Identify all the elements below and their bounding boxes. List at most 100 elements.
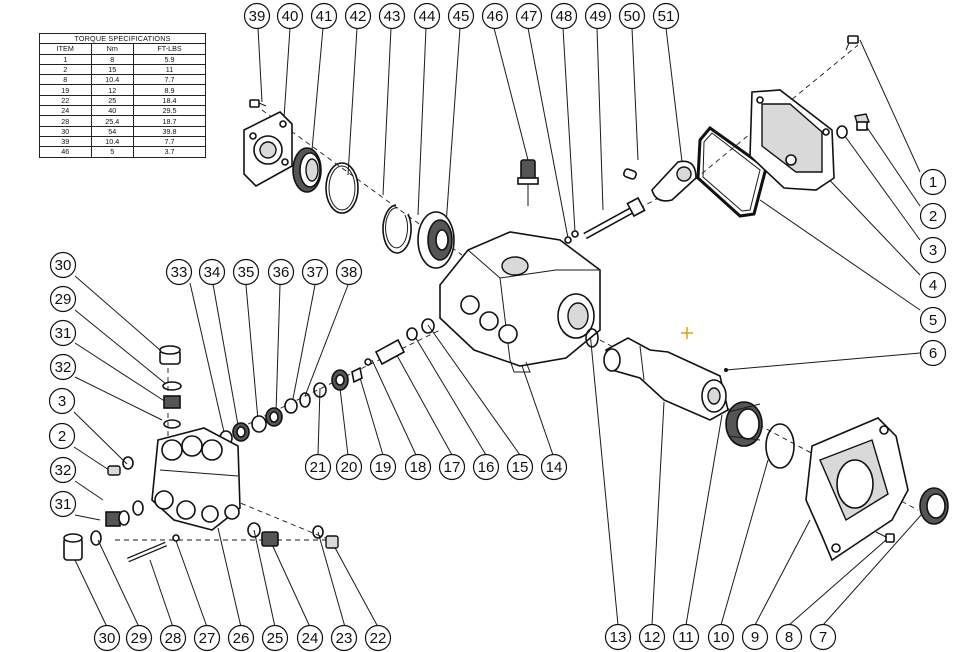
balloon-number: 37 xyxy=(307,264,324,281)
balloon-middle-row-4: 37 xyxy=(301,258,329,286)
balloon-circle xyxy=(481,2,509,30)
cell-nm: 25 xyxy=(90,94,134,107)
balloon-number: 15 xyxy=(512,459,529,476)
balloon-circle xyxy=(93,624,121,652)
balloon-number: 14 xyxy=(546,459,563,476)
plug-2 xyxy=(854,113,870,131)
balloon-circle xyxy=(267,258,295,286)
balloon-middle-row-2: 35 xyxy=(232,258,260,286)
balloon-circle xyxy=(330,624,358,652)
balloon-number: 34 xyxy=(204,264,221,281)
lower-valve-stack xyxy=(63,500,144,561)
o-ring-10 xyxy=(765,423,795,469)
balloon-right-column-5: 6 xyxy=(919,339,947,367)
washer-3 xyxy=(836,125,848,139)
balloon-left-column-3: 32 xyxy=(49,353,77,381)
balloon-circle xyxy=(472,453,500,481)
balloon-circle xyxy=(49,319,77,347)
balloon-circle xyxy=(584,2,612,30)
balloon-number: 2 xyxy=(929,208,937,225)
balloon-middle-lower_row-5: 16 xyxy=(472,453,500,481)
balloon-right-column-1: 2 xyxy=(919,202,947,230)
balloon-number: 39 xyxy=(249,8,266,25)
balloon-circle xyxy=(919,202,947,230)
balloon-bottom-right_row-0: 13 xyxy=(604,623,632,651)
balloon-number: 5 xyxy=(929,312,937,329)
balloon-middle-row-3: 36 xyxy=(267,258,295,286)
balloon-number: 41 xyxy=(316,8,333,25)
cell-item: 1 xyxy=(39,53,92,65)
balloon-number: 24 xyxy=(302,630,319,647)
balloon-circle xyxy=(919,168,947,196)
manifold-head xyxy=(151,427,241,531)
cell-item: 22 xyxy=(39,94,92,107)
balloon-number: 3 xyxy=(58,393,66,410)
cell-nm: 12 xyxy=(90,84,134,96)
cell-ftlbs: 18.7 xyxy=(133,115,206,127)
balloon-left-column-5: 2 xyxy=(48,422,76,450)
balloon-circle xyxy=(227,624,255,652)
balloon-circle xyxy=(413,2,441,30)
cell-ftlbs: 7.7 xyxy=(133,74,206,86)
cell-item: 19 xyxy=(39,84,92,96)
balloon-number: 8 xyxy=(785,629,793,646)
piston-seal-stack xyxy=(219,392,311,446)
balloon-circle xyxy=(775,623,803,651)
balloon-number: 50 xyxy=(624,8,641,25)
balloon-circle xyxy=(404,453,432,481)
bolt-8 xyxy=(875,531,895,543)
balloon-circle xyxy=(49,353,77,381)
balloon-bottom-right_row-4: 9 xyxy=(741,623,769,651)
balloon-number: 20 xyxy=(341,459,358,476)
balloon-number: 19 xyxy=(375,459,392,476)
cell-ftlbs: 5.9 xyxy=(133,53,206,65)
balloon-circle xyxy=(707,623,735,651)
snap-ring xyxy=(382,204,412,254)
valve-plug-stack xyxy=(159,345,182,429)
crankshaft xyxy=(603,337,729,421)
flange-plate xyxy=(243,111,293,187)
balloon-number: 29 xyxy=(131,630,148,647)
balloon-number: 7 xyxy=(819,629,827,646)
balloon-bottom-left_row-0: 30 xyxy=(93,624,121,652)
gasket xyxy=(696,125,768,218)
balloon-top-row-12: 51 xyxy=(652,2,680,30)
washer-48 xyxy=(571,230,579,238)
cell-nm: 15 xyxy=(90,63,134,76)
cell-item: 28 xyxy=(39,115,92,127)
balloon-circle xyxy=(310,2,338,30)
balloon-number: 38 xyxy=(341,264,358,281)
balloon-circle xyxy=(506,453,534,481)
balloon-circle xyxy=(243,2,271,30)
balloon-bottom-left_row-2: 28 xyxy=(159,624,187,652)
cell-nm: 10.4 xyxy=(90,135,134,148)
cell-ftlbs: 7.7 xyxy=(133,135,206,148)
balloon-middle-lower_row-1: 20 xyxy=(335,453,363,481)
balloon-circle xyxy=(49,285,77,313)
cell-item: 30 xyxy=(39,125,92,137)
balloon-circle xyxy=(919,271,947,299)
balloon-bottom-right_row-1: 12 xyxy=(638,623,666,651)
balloon-number: 11 xyxy=(678,629,694,646)
balloon-number: 4 xyxy=(929,277,937,294)
bolt-1 xyxy=(845,35,859,51)
balloon-middle-lower_row-6: 15 xyxy=(506,453,534,481)
torque-table-title: TORQUE SPECIFICATIONS xyxy=(39,32,206,45)
balloon-circle xyxy=(261,624,289,652)
cell-nm: 25.4 xyxy=(90,115,134,127)
balloon-left-column-1: 29 xyxy=(49,285,77,313)
balloon-right-column-3: 4 xyxy=(919,271,947,299)
cell-ftlbs: 11 xyxy=(133,63,206,76)
balloon-circle xyxy=(540,453,568,481)
balloon-right-column-0: 1 xyxy=(919,168,947,196)
balloon-number: 43 xyxy=(384,8,401,25)
